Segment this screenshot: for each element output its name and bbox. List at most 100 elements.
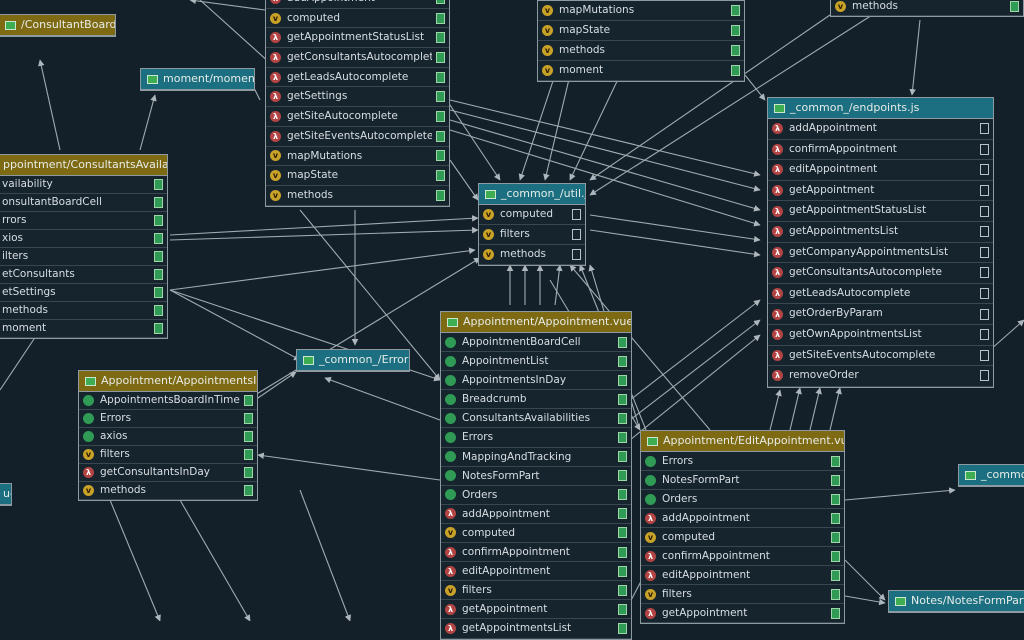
module-node[interactable]: Appointment/AppointmentsInDay.vueAppoint…	[78, 370, 258, 501]
function-icon: λ	[645, 512, 656, 524]
function-icon: λ	[445, 603, 456, 615]
member-row[interactable]: xios	[0, 230, 167, 248]
member-row[interactable]: rrors	[0, 212, 167, 230]
member-row[interactable]: AppointmentList	[441, 352, 631, 372]
module-node[interactable]: _commo	[958, 464, 1024, 487]
member-row[interactable]: MappingAndTracking	[441, 448, 631, 467]
member-name: MappingAndTracking	[462, 450, 572, 463]
member-row[interactable]: Errors	[641, 452, 844, 471]
member-row[interactable]: etSettings	[0, 284, 167, 302]
member-row[interactable]: ilters	[0, 248, 167, 266]
member-row[interactable]: axios	[79, 428, 257, 446]
function-icon: λ	[772, 226, 783, 238]
member-row[interactable]: etConsultants	[0, 266, 167, 284]
member-row[interactable]: NotesFormPart	[441, 467, 631, 486]
member-row[interactable]: moment	[0, 320, 167, 338]
member-row[interactable]: Errors	[79, 410, 257, 428]
variable-icon: v	[483, 249, 494, 260]
member-row[interactable]: vailability	[0, 176, 167, 194]
member-row[interactable]: NotesFormPart	[641, 471, 844, 490]
module-node[interactable]: ppointment/ConsultantsAvailabilities.vue…	[0, 154, 168, 339]
member-row[interactable]: Errors	[441, 428, 631, 448]
member-name: getSiteEventsAutocomplete	[789, 348, 936, 361]
module-node[interactable]: /ConsultantBoardCell.vue	[0, 14, 116, 37]
member-row[interactable]: AppointmentsBoardInTime	[79, 392, 257, 410]
port-icon	[618, 622, 627, 634]
module-node[interactable]: Notes/NotesFormPart	[888, 590, 1024, 613]
module-node[interactable]: _common_/Errors.js	[296, 349, 410, 372]
member-row[interactable]: AppointmentsInDay	[441, 371, 631, 391]
member-name: getAppointmentStatusList	[789, 204, 927, 217]
member-row[interactable]: Breadcrumb	[441, 390, 631, 410]
member-row[interactable]: Orders	[641, 490, 844, 509]
module-node[interactable]: λaddAppointmentvcomputedλgetAppointmentS…	[265, 0, 450, 207]
member-row[interactable]: AppointmentBoardCell	[441, 333, 631, 353]
member-row[interactable]: methods	[0, 302, 167, 320]
member-row[interactable]: ConsultantsAvailabilities	[441, 409, 631, 429]
port-icon	[831, 531, 840, 543]
module-node[interactable]: ue	[0, 483, 12, 506]
module-node[interactable]: moment/moment.d.ts	[140, 68, 255, 91]
member-name: confirmAppointment	[462, 546, 570, 559]
function-icon: λ	[445, 622, 456, 634]
member-row[interactable]: onsultantBoardCell	[0, 194, 167, 212]
component-icon	[445, 489, 456, 501]
module-node-title: Appointment/AppointmentsInDay.vue	[79, 371, 257, 392]
member-row[interactable]: Orders	[441, 486, 631, 505]
